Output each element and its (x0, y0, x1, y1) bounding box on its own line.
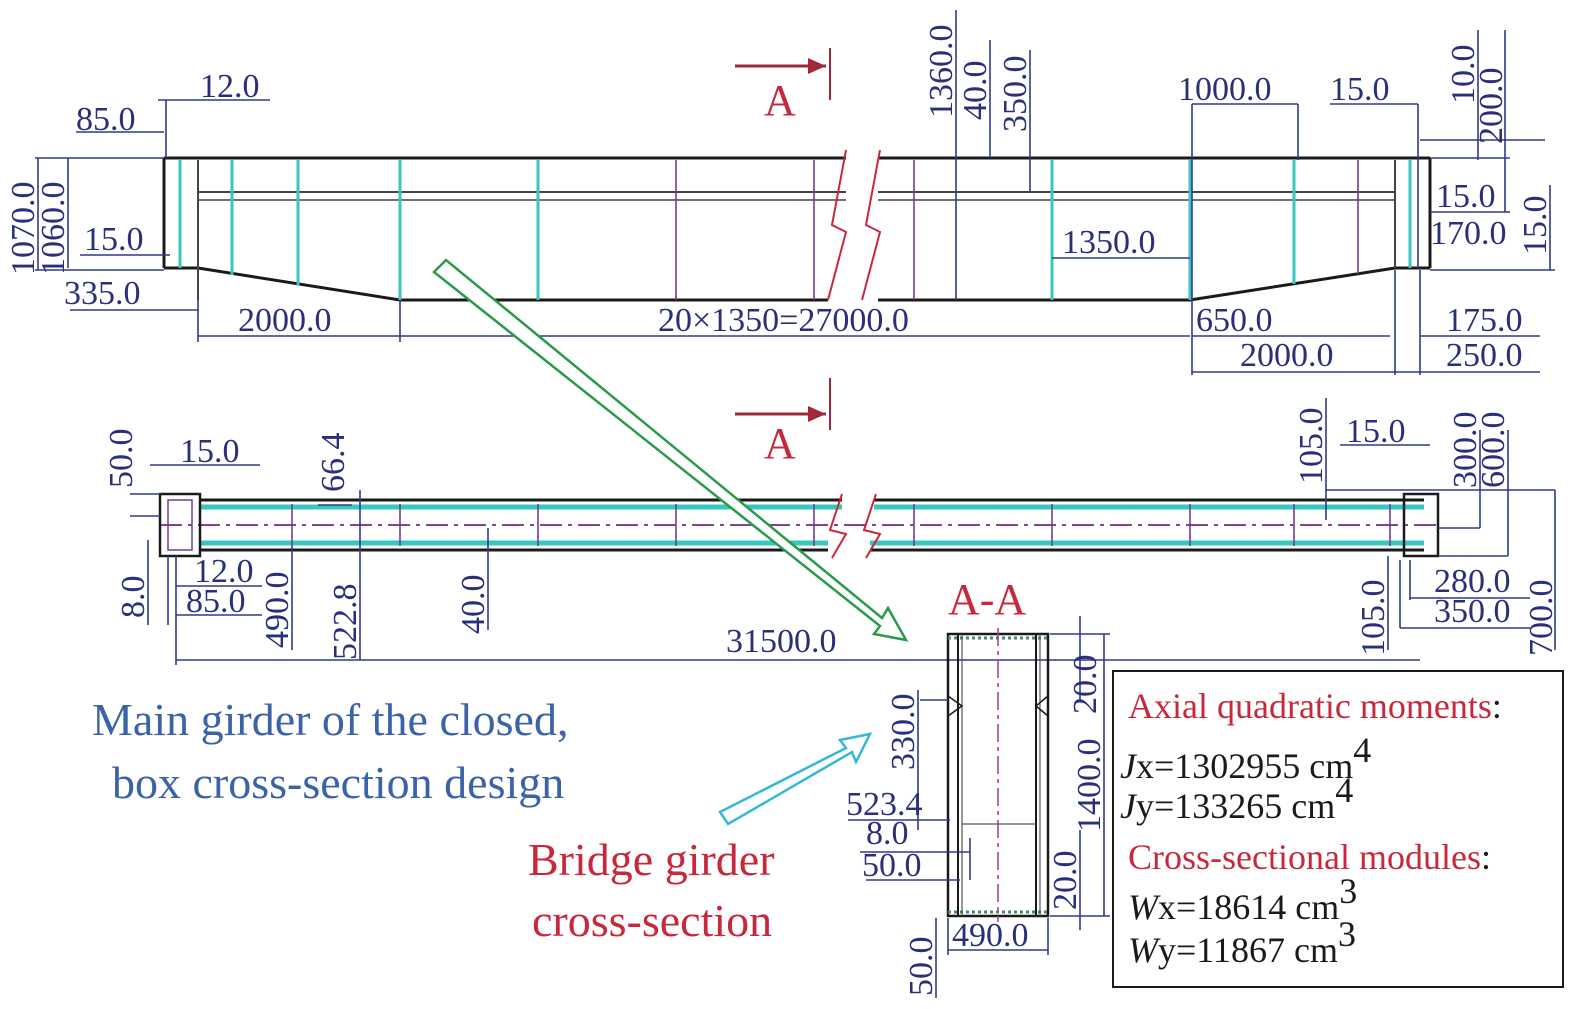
dim-50-bottom: 50.0 (903, 937, 940, 997)
cyan-arrow (718, 732, 873, 826)
main-girder-caption: Main girder of the closed, box cross-sec… (92, 694, 568, 808)
dim-350-plan: 350.0 (1434, 593, 1511, 630)
plan-dimension-texts: 50.0 15.0 66.4 8.0 12.0 85.0 490.0 522.8… (103, 408, 1560, 661)
dim-170: 170.0 (1430, 215, 1507, 252)
dim-1350: 1350.0 (1062, 224, 1156, 261)
dim-66-4: 66.4 (315, 433, 352, 493)
dim-523-4: 523.4 (846, 786, 923, 823)
dim-85: 85.0 (76, 101, 136, 138)
section-arrow-a-bottom: A (735, 378, 831, 468)
dim-12-plan: 12.0 (194, 553, 254, 590)
dim-20-top: 20.0 (1067, 655, 1104, 715)
dim-8-cs: 8.0 (866, 815, 909, 852)
dim-105-bottom: 105.0 (1355, 580, 1392, 657)
section-mark-a-bottom: A (764, 419, 796, 468)
dim-span: 20×1350=27000.0 (658, 302, 909, 339)
cross-section-outline (946, 628, 1050, 922)
jy-value: Jy=133265 cm4 (1120, 770, 1353, 826)
elevation-view: A (5, 10, 1555, 375)
plan-stiffeners (291, 504, 1391, 546)
axial-moments-title: Axial quadratic moments (1128, 686, 1492, 726)
dim-330: 330.0 (885, 694, 922, 771)
dim-350: 350.0 (997, 56, 1034, 133)
cross-section-aa: A-A (846, 575, 1110, 998)
cross-section-dimension-lines (848, 616, 1110, 998)
girder-plan-outline (158, 492, 1440, 559)
modules-title: Cross-sectional modules (1128, 837, 1481, 877)
green-arrow (432, 258, 909, 642)
plan-view: A (103, 378, 1560, 665)
dim-15-right: 15.0 (1330, 71, 1390, 108)
dim-1000: 1000.0 (1178, 71, 1272, 108)
dim-490: 490.0 (259, 572, 296, 649)
jx-value: Jx=1302955 cm4 (1120, 730, 1371, 786)
dim-50: 50.0 (103, 429, 140, 489)
cross-section-dimension-texts: 20.0 330.0 1400.0 523.4 8.0 50.0 20.0 50… (846, 655, 1108, 997)
dim-40-plan: 40.0 (455, 575, 492, 635)
dim-2000-left: 2000.0 (238, 302, 332, 339)
dim-280: 280.0 (1434, 563, 1511, 600)
dim-300: 300.0 (1447, 412, 1484, 489)
section-properties-box: Axial quadratic moments: Jx=1302955 cm4 … (1112, 670, 1564, 988)
caption-main-line2: box cross-section design (112, 757, 564, 808)
dim-12: 12.0 (200, 68, 260, 105)
dim-15-r2: 15.0 (1436, 178, 1496, 215)
dim-522-8: 522.8 (327, 584, 364, 661)
caption-bridge-line1: Bridge girder (528, 834, 775, 885)
dim-20-bottom: 20.0 (1047, 851, 1084, 911)
elevation-dimension-texts: 12.0 85.0 1070.0 1060.0 15.0 335.0 2000.… (5, 25, 1554, 375)
dim-175: 175.0 (1446, 302, 1523, 339)
section-title-aa: A-A (948, 575, 1026, 624)
dim-200: 200.0 (1473, 68, 1510, 145)
dim-31500: 31500.0 (726, 623, 837, 660)
elevation-dimension-lines (35, 10, 1555, 375)
wy-value: Wy=11867 cm3 (1128, 914, 1356, 970)
dim-15-plan-right: 15.0 (1346, 413, 1406, 450)
dim-15-r3: 15.0 (1517, 196, 1554, 256)
dim-1400: 1400.0 (1071, 739, 1108, 833)
plan-dimension-lines (130, 398, 1556, 665)
dim-335: 335.0 (64, 275, 141, 312)
dim-10: 10.0 (1445, 45, 1482, 105)
dim-15: 15.0 (180, 433, 240, 470)
caption-main-line1: Main girder of the closed, (92, 694, 568, 745)
dim-700: 700.0 (1523, 580, 1560, 657)
caption-bridge-line2: cross-section (532, 895, 772, 946)
dim-85-plan: 85.0 (186, 583, 246, 620)
dim-490-cs: 490.0 (952, 917, 1029, 954)
wx-value: Wx=18614 cm3 (1128, 871, 1357, 927)
girder-elevation-outline (162, 149, 1432, 302)
dim-600: 600.0 (1475, 412, 1512, 489)
dim-2000-right: 2000.0 (1240, 337, 1334, 374)
dim-8: 8.0 (115, 576, 152, 619)
axial-moments-heading: Axial quadratic moments: (1128, 686, 1502, 726)
dim-1070: 1070.0 (5, 182, 42, 276)
dim-650: 650.0 (1196, 302, 1273, 339)
section-mark-a: A (764, 76, 796, 125)
modules-heading: Cross-sectional modules: (1128, 837, 1491, 877)
dim-105-top: 105.0 (1293, 408, 1330, 485)
section-arrow-a-top: A (735, 48, 831, 125)
dim-15-left: 15.0 (84, 221, 144, 258)
elevation-stiffeners (178, 160, 1412, 300)
bridge-girder-caption: Bridge girder cross-section (528, 834, 775, 946)
dim-50-cs: 50.0 (862, 847, 922, 884)
dim-40: 40.0 (957, 61, 994, 121)
dim-1060: 1060.0 (35, 182, 72, 276)
dim-1360: 1360.0 (923, 25, 960, 119)
dim-250: 250.0 (1446, 337, 1523, 374)
